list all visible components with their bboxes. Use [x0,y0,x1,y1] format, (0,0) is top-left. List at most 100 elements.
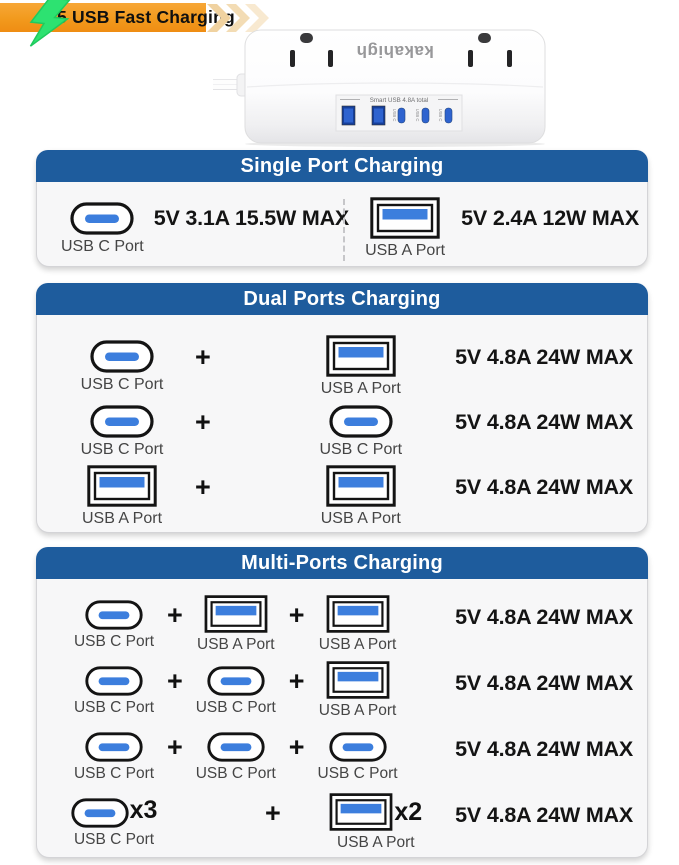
usb-c-small-label: USB C [438,109,443,122]
ac-outlet [468,33,512,67]
port-multiplier: x2 [394,797,423,826]
port-usba: USB A Port [189,595,283,654]
port-usba: USB A Port [67,465,177,528]
plus-sign: + [265,798,281,828]
port-label: USB C Port [319,441,403,458]
charging-combo-row: USB C Port + USB A Port + USB A Port 5V 4.8A … [37,595,647,661]
port-label: USB C Port [195,699,276,716]
output-spec: 5V 4.8A 24W MAX [455,605,633,629]
usb-a-icon [329,793,393,831]
usb-a-icon [326,661,389,699]
plus-sign: + [167,600,183,630]
usb-a-socket [341,105,356,126]
port-usbc: USB C Port [306,400,416,459]
port-label: USB C Port [73,765,155,782]
section-title: Dual Ports Charging [243,287,441,310]
plus-sign: + [167,732,183,762]
port-usba: USB A Port [306,335,416,398]
port-label: USB A Port [81,510,163,527]
usb-a-icon [326,335,396,377]
output-spec: 5V 4.8A 24W MAX [455,737,633,761]
banner: 5 USB Fast Charging [0,3,235,32]
usb-c-icon [85,666,143,696]
usb-c-icon [85,600,143,630]
port-label: USB C Port [73,699,155,716]
port-usba: USB A Port [311,661,405,720]
plus-sign: + [195,472,211,502]
port-label: USB A Port [318,636,397,653]
port-usba: USB A Port [306,465,416,528]
plus-sign: + [288,666,305,696]
port-usbc: USB C Port [189,727,283,783]
section-header: Single Port Charging [36,150,648,182]
port-label: USB A Port [197,636,275,653]
dashed-divider [343,199,345,261]
usb-a-socket [371,105,386,126]
port-label: USB A Port [318,702,397,719]
charging-combo-row: USB A Port + USB A Port 5V 4.8A 24W MAX [37,465,647,530]
banner-label: 5 USB Fast Charging [57,7,235,27]
output-spec: 5V 4.8A 24W MAX [455,410,633,434]
plus-sign: + [195,342,211,372]
multi-ports-rows: USB C Port + USB A Port + USB A Port 5V 4.8A … [37,579,647,859]
ac-outlet [290,33,333,67]
port-usbc: USB C Port [67,727,161,783]
output-spec: 5V 4.8A 24W MAX [455,345,633,369]
charging-combo-row: USB C Port + USB A Port 5V 4.8A 24W MAX [37,335,647,400]
port-label: USB A Port [365,242,446,259]
section-title: Single Port Charging [240,154,444,177]
output-spec: 5V 4.8A 24W MAX [455,475,633,499]
power-strip-product-image: kakahigh Smart USB 4.8A total USB C USB … [213,29,546,147]
usb-a-icon [370,197,440,239]
plus-sign: + [195,407,211,437]
usb-c-icon [329,405,393,438]
usb-c-icon [70,202,134,235]
port-usba: USB A Port [311,595,405,654]
port-usbc: USB C Port [67,595,161,651]
port-usba: USB A Port [359,197,451,260]
usb-c-icon [328,732,387,762]
usb-panel: Smart USB 4.8A total USB C USB C USB C [335,94,463,132]
port-usbc: USB C Port [311,727,405,783]
port-label: USB A Port [320,510,401,527]
brand-logo: kakahigh [356,42,434,61]
section-header: Multi-Ports Charging [36,547,648,579]
port-label: USB C Port [61,238,144,255]
port-label: USB C Port [317,765,398,782]
output-spec: 5V 4.8A 24W MAX [455,803,633,827]
usb-c-socket [397,107,406,124]
usb-c-small-label: USB C [415,109,420,122]
usb-a-icon [87,465,157,507]
port-label: USB C Port [73,831,155,848]
port-usbc: USB C Port [189,661,283,717]
usb-c-icon [70,798,129,828]
port-label: USB C Port [195,765,276,782]
port-label: USB C Port [73,633,155,650]
charging-combo-row: USB C Port + USB C Port + USB A Port 5V 4.8A … [37,661,647,727]
usb-c-icon [85,732,143,762]
port-label: USB C Port [80,376,164,393]
section-dual-ports-charging: Dual Ports Charging USB C Port+USB A Por… [36,283,648,533]
chevrons-right-icon [207,4,269,32]
usb-c-icon [90,405,154,438]
port-label: USB A Port [337,834,415,851]
output-spec: 5V 4.8A 24W MAX [455,671,633,695]
usb-a-icon [326,465,396,507]
port-usbc: USB C Port [61,197,144,256]
port-usbc: USB C Port [67,335,177,394]
port-multiplier: x3 [129,796,158,824]
port-usbc: USB C Port [67,661,161,717]
plus-sign: + [167,666,183,696]
port-label: USB C Port [80,441,164,458]
lightning-bolt-icon [29,0,72,47]
plus-sign: + [288,600,305,630]
